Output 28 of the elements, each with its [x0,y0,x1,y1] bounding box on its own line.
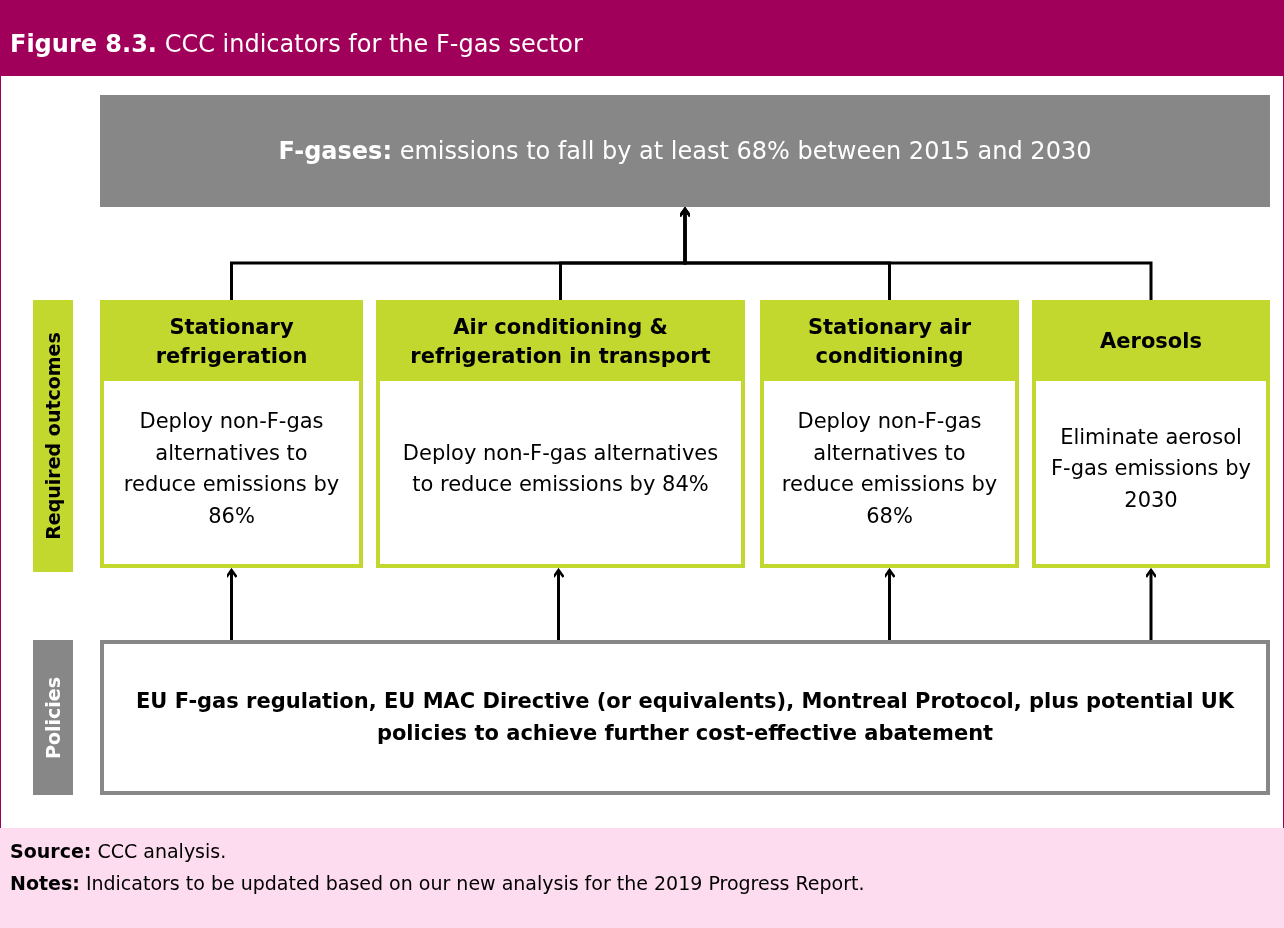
goal-box [100,95,1270,207]
arrow [678,207,1153,300]
band-label: Required outcomes [42,332,64,540]
arrow [552,568,565,640]
card-heading: Aerosols [1035,303,1267,381]
side-band [33,300,73,572]
footnote-text: Source: CCC analysis. [10,840,227,862]
arrow [883,568,896,640]
arrow [1144,568,1158,640]
band-label: Policies [42,676,64,759]
arrow [225,568,238,640]
outcome-card [760,300,1019,568]
card-text: Deploy non-F-gas alternatives to reduce emissions by 86% [122,408,341,530]
side-band [33,640,73,795]
outcome-card [1032,300,1270,568]
card-heading: Stationary air conditioning [763,303,1016,381]
card-text: Deploy non-F-gas alternatives to reduce emissions by 84% [401,439,720,498]
figure-title: Figure 8.3. CCC indicators for the F-gas sector [10,30,583,58]
policy-box [100,640,1270,795]
card-text: Deploy non-F-gas alternatives to reduce emissions by 68% [780,408,999,530]
goal-text: F-gases: emissions to fall by at least 68% between 2015 and 2030 [278,137,1092,165]
policy-text: EU F-gas regulation, EU MAC Directive (or equivalents), Montreal Protocol, plus potential UK policies to achieve further cost-effective abatement [134,688,1236,747]
card-heading: Stationary refrigeration [103,303,360,381]
outcome-card [376,300,745,568]
card-heading: Air conditioning & refrigeration in transport [379,303,742,381]
footnote-text: Notes: Indicators to be updated based on our new analysis for the 2019 Progress Report. [10,872,865,894]
card-text: Eliminate aerosol F-gas emissions by 2030 [1050,423,1252,514]
outcome-card [100,300,363,568]
